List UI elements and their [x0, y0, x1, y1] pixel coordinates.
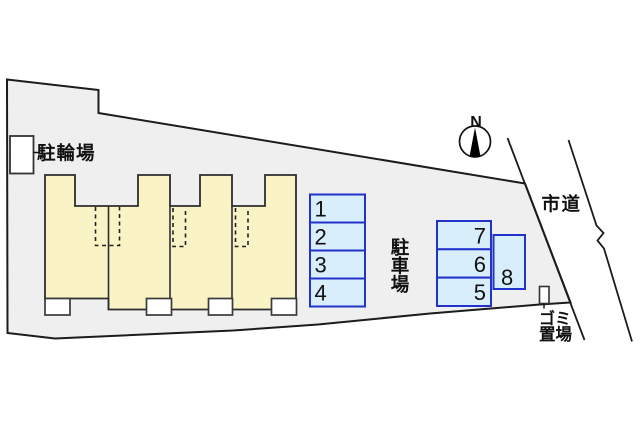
parking-stall-4	[309, 277, 366, 308]
parking-stall-5	[436, 276, 492, 308]
parking-left-column: 1 2 3 4	[309, 193, 366, 308]
parking-stall-4-label: 4	[315, 281, 327, 306]
parking-lot-label-char-1: 駐	[391, 237, 410, 258]
north-label: N	[470, 114, 482, 131]
parking-stall-3-label: 3	[315, 253, 327, 278]
parking-stall-8-label: 8	[501, 265, 513, 290]
entrance-porch-3	[207, 297, 234, 316]
city-road-label: 市道	[541, 194, 581, 215]
parking-stall-1-label: 1	[315, 197, 327, 222]
garbage-box	[538, 285, 550, 305]
north-compass: N	[458, 114, 492, 158]
entry-dashed-mark-3	[234, 208, 249, 248]
parking-stall-2	[309, 221, 366, 252]
parking-stall-3	[309, 249, 366, 280]
parking-stall-7-label: 7	[474, 224, 486, 249]
bicycle-parking-area: 駐輪場	[9, 135, 96, 175]
parking-stall-5-label: 5	[474, 280, 486, 305]
building	[44, 174, 298, 316]
garbage-area: ゴミ 置場	[538, 285, 573, 344]
parking-stall-2-label: 2	[315, 225, 327, 250]
garbage-label-line2: 置場	[539, 325, 573, 344]
road-left-edge	[506, 137, 586, 341]
parking-lot-label: 駐 車 場	[391, 237, 410, 295]
parking-stall-6	[436, 248, 492, 279]
entrance-porch-4	[270, 297, 298, 316]
parking-stall-7	[436, 220, 492, 251]
garbage-label-line1: ゴミ	[539, 309, 571, 328]
parking-lot-label-char-3: 場	[391, 274, 410, 295]
parking-stall-1	[309, 193, 366, 224]
parking-stall-8	[492, 234, 526, 290]
entrance-porch-2	[145, 297, 173, 316]
parking-stall-6-label: 6	[474, 252, 486, 277]
parking-corner-space: 8	[492, 234, 526, 290]
entry-dashed-mark-2	[172, 208, 187, 248]
bicycle-parking-label: 駐輪場	[37, 143, 96, 164]
compass-needle-icon	[469, 127, 481, 157]
entrance-porch-1	[44, 297, 71, 316]
parking-lot-label-char-2: 車	[391, 256, 410, 277]
parking-middle-column: 7 6 5	[436, 220, 492, 308]
road-right-edge	[567, 139, 633, 342]
bicycle-parking-box	[9, 135, 35, 175]
